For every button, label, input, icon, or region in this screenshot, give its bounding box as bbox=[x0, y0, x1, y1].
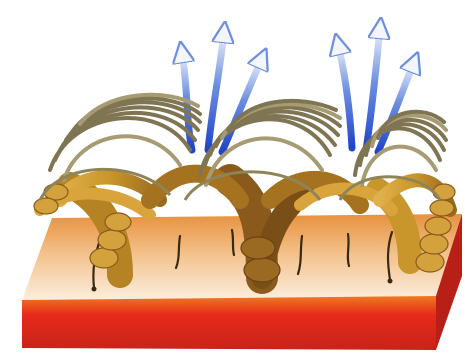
tail-5 bbox=[348, 234, 349, 266]
slab-front-face bbox=[22, 296, 436, 350]
loop-group-left bbox=[50, 95, 200, 180]
